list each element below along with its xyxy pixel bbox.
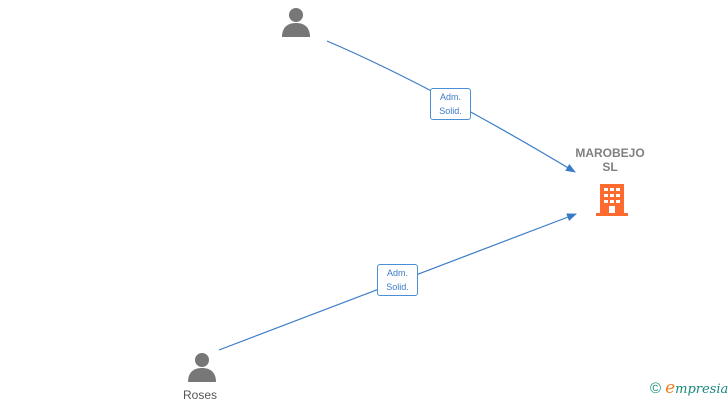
brand-logo: ©empresia [650, 378, 728, 398]
company-name-line1: MAROBEJO [575, 146, 645, 160]
relation-label-line1: Adm. [386, 268, 408, 278]
company-name-line2: SL [602, 160, 618, 174]
relation-label-line1: Adm. [439, 92, 461, 102]
relation-label-line2: Solid. [386, 282, 409, 292]
logo-text: mpresia [675, 382, 728, 397]
logo-letter: e [665, 378, 676, 398]
person-icon[interactable] [185, 350, 219, 384]
relation-label-line2: Solid. [439, 106, 462, 116]
copyright-icon: © [650, 380, 662, 397]
person-name[interactable]: Roses [182, 388, 217, 400]
person-icon[interactable] [279, 5, 313, 39]
relation-label: Adm. Solid. [430, 88, 471, 120]
building-icon[interactable] [594, 182, 630, 218]
company-name[interactable]: MAROBEJO SL [570, 146, 650, 174]
relation-label: Adm. Solid. [377, 264, 418, 296]
